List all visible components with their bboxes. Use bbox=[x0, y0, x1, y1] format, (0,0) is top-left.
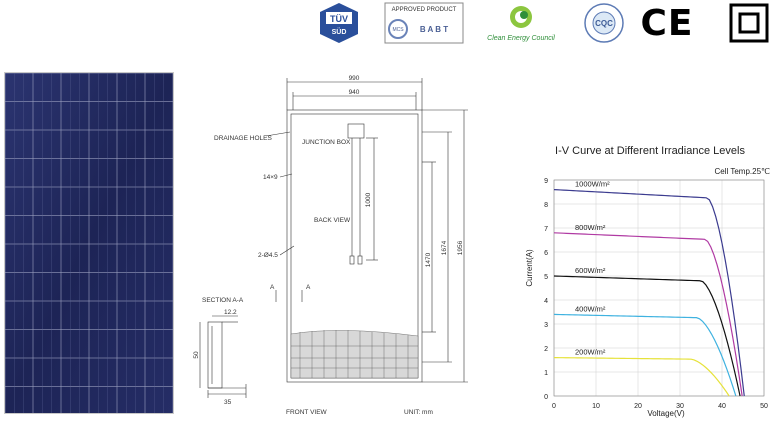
series-line bbox=[553, 357, 730, 397]
class-ii-icon bbox=[728, 2, 770, 44]
babt-text: B A B T bbox=[420, 25, 448, 34]
hole-14x9-label: 14×9 bbox=[263, 174, 278, 181]
solar-panel-photo bbox=[4, 72, 174, 414]
mcs-text: MCS bbox=[392, 27, 404, 33]
tuv-top-text: TÜV bbox=[330, 14, 348, 24]
babt-logo: APPROVED PRODUCT MCS B A B T bbox=[384, 2, 464, 44]
cqc-text: CQC bbox=[595, 19, 613, 28]
y-tick-label: 5 bbox=[544, 274, 548, 281]
dim-12-2-label: 12.2 bbox=[224, 309, 237, 316]
back-view-label: BACK VIEW bbox=[314, 217, 351, 224]
y-axis-label: Current(A) bbox=[525, 249, 534, 287]
section-arrow-left-label: A bbox=[270, 284, 275, 291]
iv-chart: I-V Curve at Different Irradiance Levels… bbox=[520, 140, 778, 420]
y-tick-label: 6 bbox=[544, 250, 548, 257]
junction-box-label: JUNCTION BOX bbox=[302, 139, 351, 146]
y-tick-label: 0 bbox=[544, 394, 548, 401]
dim-1956-label: 1956 bbox=[457, 240, 464, 255]
y-tick-label: 9 bbox=[544, 178, 548, 185]
hole-diameter-label: 2-Ø4.5 bbox=[258, 252, 278, 259]
dim-50-label: 50 bbox=[193, 351, 200, 359]
x-tick-label: 10 bbox=[592, 403, 600, 410]
series-line bbox=[553, 313, 737, 397]
tuv-bottom-text: SÜD bbox=[332, 27, 347, 36]
series-line bbox=[553, 189, 745, 397]
series-line bbox=[553, 275, 741, 397]
plot-frame bbox=[553, 179, 765, 397]
clean-energy-council-logo: Clean Energy Council bbox=[482, 2, 560, 44]
x-tick-label: 20 bbox=[634, 403, 642, 410]
dim-990-label: 990 bbox=[349, 75, 360, 82]
section-arrow-right-label: A bbox=[306, 284, 311, 291]
x-tick-label: 30 bbox=[676, 403, 684, 410]
technical-drawing: 990 940 DRAINAGE HOLES JUNCTION BOX 14×9… bbox=[190, 70, 520, 420]
drainage-holes-label: DRAINAGE HOLES bbox=[214, 135, 272, 142]
dim-1470-label: 1470 bbox=[425, 252, 432, 267]
cell-temp-note: Cell Temp.25℃ bbox=[714, 167, 770, 176]
ce-mark: CE bbox=[641, 2, 693, 44]
y-tick-label: 1 bbox=[544, 370, 548, 377]
series-label: 400W/m² bbox=[575, 304, 606, 313]
unit-label: UNIT: mm bbox=[404, 409, 433, 416]
dim-35-label: 35 bbox=[224, 399, 232, 406]
dim-1674-label: 1674 bbox=[441, 240, 448, 255]
front-view-label: FRONT VIEW bbox=[286, 409, 328, 416]
clean-energy-council-text: Clean Energy Council bbox=[487, 35, 555, 42]
dim-1000-label: 1000 bbox=[365, 192, 372, 207]
dim-940-label: 940 bbox=[349, 89, 360, 96]
cqc-logo: CQC bbox=[582, 2, 626, 44]
series-label: 1000W/m² bbox=[575, 180, 610, 189]
ce-mark-text: CE bbox=[640, 2, 694, 44]
section-title: SECTION A-A bbox=[202, 297, 244, 304]
x-tick-label: 0 bbox=[552, 403, 556, 410]
series-label: 800W/m² bbox=[575, 223, 606, 232]
x-tick-label: 40 bbox=[718, 403, 726, 410]
x-tick-label: 50 bbox=[760, 403, 768, 410]
y-tick-label: 3 bbox=[544, 322, 548, 329]
series-label: 600W/m² bbox=[575, 266, 606, 275]
chart-title: I-V Curve at Different Irradiance Levels bbox=[555, 145, 745, 157]
approved-product-text: APPROVED PRODUCT bbox=[392, 7, 457, 13]
tuv-logo: TÜV SÜD bbox=[314, 2, 364, 44]
y-tick-label: 7 bbox=[544, 226, 548, 233]
y-tick-label: 8 bbox=[544, 202, 548, 209]
y-tick-label: 4 bbox=[544, 298, 548, 305]
x-axis-label: Voltage(V) bbox=[647, 409, 685, 418]
series-line bbox=[553, 232, 743, 397]
y-tick-label: 2 bbox=[544, 346, 548, 353]
series-label: 200W/m² bbox=[575, 348, 606, 357]
